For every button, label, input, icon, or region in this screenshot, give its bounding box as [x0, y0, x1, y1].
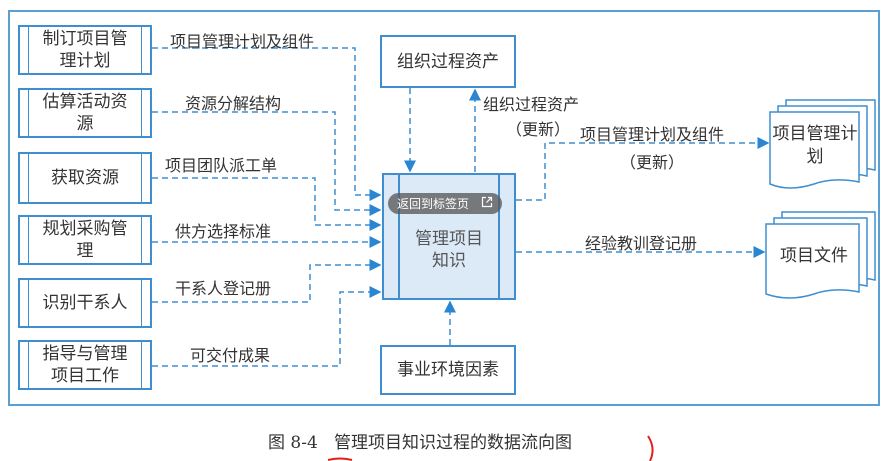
arrow-input-2	[152, 111, 382, 216]
output-pmp-label: 项目管理计划	[772, 124, 858, 167]
arrow-pmp-out	[516, 137, 770, 201]
external-link-icon	[481, 196, 493, 211]
back-to-tab-button[interactable]: 返回到标签页	[388, 193, 502, 214]
input-label: 获取资源	[51, 168, 119, 188]
input-label: 规划采购管理	[42, 219, 128, 261]
line-label-1: 项目管理计划及组件	[170, 32, 315, 51]
eef-box: 事业环境因素	[380, 345, 516, 395]
figure-frame	[8, 10, 880, 406]
doc-stack-pmp	[769, 99, 876, 189]
pmp-update-label: 项目管理计划及组件	[580, 125, 725, 144]
arrow-input-3	[152, 177, 382, 231]
line-label-6: 可交付成果	[190, 346, 271, 365]
output-files-label: 项目文件	[780, 246, 848, 266]
lessons-label: 经验教训登记册	[585, 234, 698, 253]
line-label-4: 供方选择标准	[175, 222, 272, 241]
red-annotation-mark	[647, 435, 654, 461]
input-label: 制订项目管理计划	[42, 29, 128, 71]
input-box-4: 规划采购管理	[18, 215, 152, 265]
line-label-2: 资源分解结构	[185, 94, 282, 113]
input-box-5: 识别干系人	[18, 278, 152, 328]
eef-label: 事业环境因素	[397, 360, 499, 380]
center-label: 管理项目知识	[415, 228, 483, 271]
input-box-1: 制订项目管理计划	[18, 25, 152, 75]
input-label: 识别干系人	[42, 293, 128, 313]
opa-box: 组织过程资产	[380, 35, 516, 88]
arrow-input-5	[152, 259, 382, 303]
line-label-3: 项目团队派工单	[165, 156, 278, 175]
arrow-input-6	[152, 286, 382, 367]
opa-label: 组织过程资产	[397, 51, 499, 72]
input-box-6: 指导与管理项目工作	[18, 340, 152, 390]
line-label-5: 干系人登记册	[175, 279, 272, 298]
figure-caption: 图 8-4 管理项目知识过程的数据流向图	[268, 433, 572, 453]
arrow-input-1	[152, 47, 382, 201]
input-label: 指导与管理项目工作	[42, 344, 128, 386]
input-box-3: 获取资源	[18, 152, 152, 204]
doc-stack-files	[765, 211, 876, 299]
pmp-update-suffix: （更新）	[620, 153, 685, 172]
input-label: 估算活动资源	[42, 92, 128, 134]
red-underline-mark	[327, 457, 353, 461]
opa-update-suffix: （更新）	[506, 120, 571, 139]
back-to-tab-label: 返回到标签页	[397, 197, 470, 211]
input-box-2: 估算活动资源	[18, 88, 152, 138]
opa-update-label: 组织过程资产	[483, 95, 580, 114]
